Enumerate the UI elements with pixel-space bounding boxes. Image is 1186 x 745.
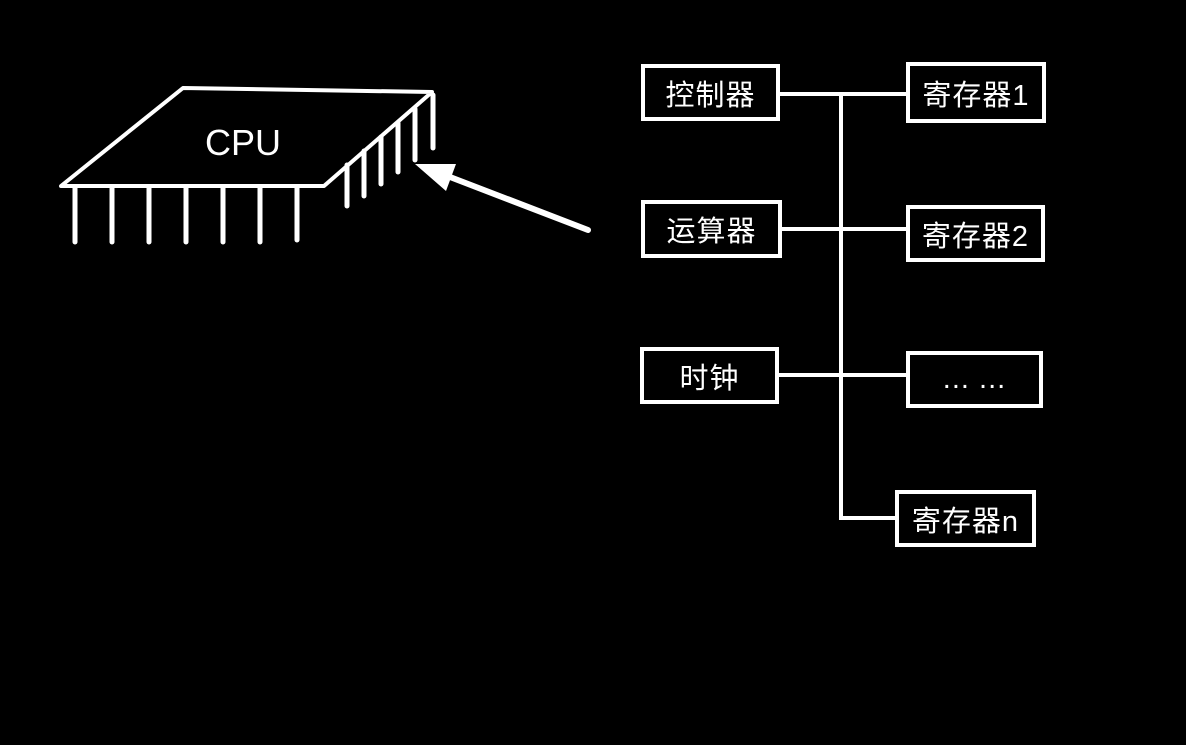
box-ellipsis: ... ... [906,351,1043,408]
box-register-n: 寄存器n [895,490,1036,547]
cpu-chip-pins-bottom [72,185,300,245]
box-register-1-label: 寄存器1 [922,79,1030,112]
box-controller-label: 控制器 [665,79,756,112]
box-register-1: 寄存器1 [906,62,1046,123]
arrow-annotation [415,164,591,233]
box-clock: 时钟 [640,347,779,404]
cpu-chip-pins-right [344,92,436,209]
box-alu-label: 运算器 [666,216,757,248]
cpu-chip-label: CPU [205,122,282,163]
box-register-2: 寄存器2 [906,205,1045,262]
box-alu: 运算器 [641,200,782,258]
bus-lines [777,92,908,520]
box-ellipsis-label: ... ... [942,363,1007,395]
box-controller: 控制器 [641,64,780,121]
box-register-n-label: 寄存器n [911,505,1020,538]
box-register-2-label: 寄存器2 [921,220,1030,253]
box-clock-label: 时钟 [679,362,740,395]
cpu-chip-drawing [59,86,434,188]
